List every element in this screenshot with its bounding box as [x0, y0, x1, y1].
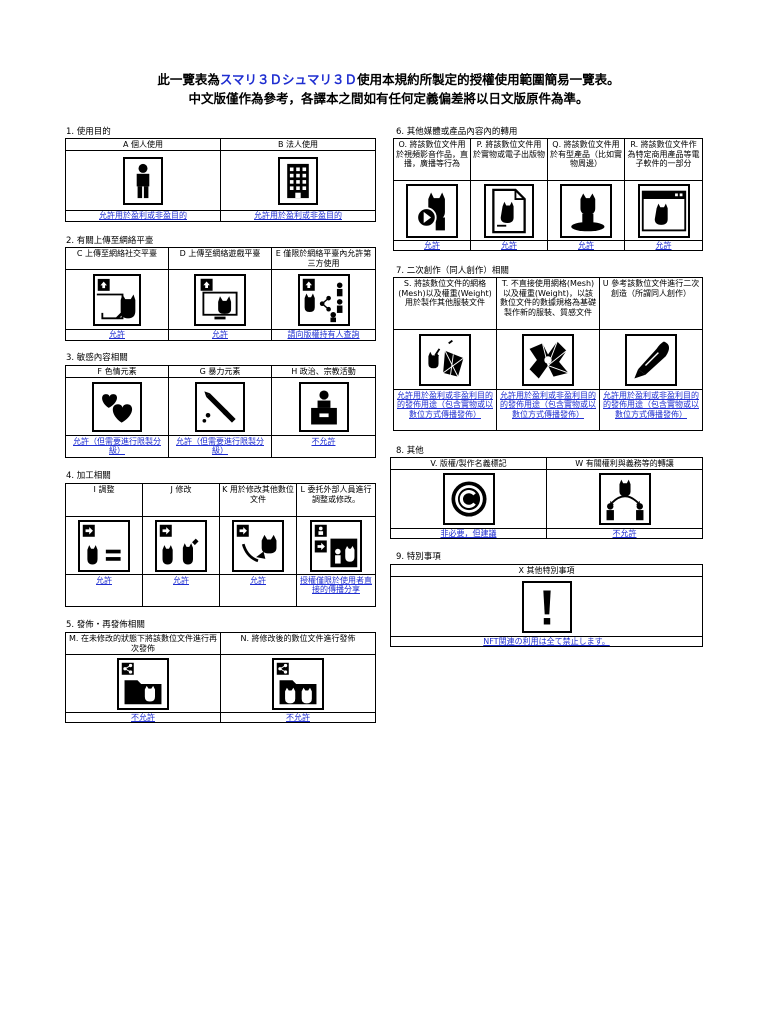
share-third-party-icon: [297, 273, 350, 326]
item-c-status: 允許: [66, 330, 169, 340]
item-x-label: X 其他特別事項: [391, 565, 702, 577]
item-l-status: 授權僅限於使用者直接的傳播分享: [300, 576, 372, 595]
item-h-label: H 政治、宗教活動: [272, 366, 375, 378]
item-b-label: B 法人使用: [221, 139, 375, 151]
item-d-label: D 上傳至網絡遊戲平臺: [169, 248, 272, 270]
item-i-status: 允許: [66, 575, 143, 606]
section-6-title: 6. 其他媒體或產品內容內的轉用: [396, 127, 518, 137]
software-cat-icon: [637, 183, 690, 238]
item-b-status: 允許用於盈利或非盈目的: [254, 211, 342, 221]
section-4-title: 4. 加工相關: [66, 471, 111, 481]
item-u-label: U 參考該數位文件進行二次創造（所謂同人創作）: [600, 278, 702, 330]
product-name: スマリ３Ｄシュマリ３Ｄ: [219, 72, 358, 87]
section-9-table: X 其他特別事項 NFT関連の利用は全て禁止します。: [390, 564, 703, 647]
item-t-label: T. 不直接使用網格(Mesh)以及權重(Weight)，以該數位文件的數據規格…: [497, 278, 600, 330]
section-7-table: S. 將該數位文件的網格(Mesh)以及權重(Weight)用於製作其他服裝文件…: [393, 277, 703, 431]
item-c-label: C 上傳至網絡社交平臺: [66, 248, 169, 270]
office-building-icon: [278, 156, 318, 205]
copyright-icon: [442, 473, 495, 525]
item-n-label: N. 將修改後的數位文件進行發佈: [221, 633, 375, 655]
section-6-table: O. 將該數位文件用於視頻影音作品，直播，廣播等行為 P. 將該數位文件用於實物…: [393, 138, 703, 251]
hearts-icon: [92, 381, 142, 432]
header: 此一覽表為スマリ３Ｄシュマリ３Ｄ使用本規約所製定的授權使用範圍簡易一覽表。 中文…: [0, 70, 777, 108]
section-1-title: 1. 使用目的: [66, 127, 111, 137]
exclamation-icon: [521, 580, 572, 633]
item-k-label: K 用於修改其他數位文件: [220, 484, 297, 517]
item-f-label: F 色情元素: [66, 366, 169, 378]
adjust-icon: [78, 519, 130, 572]
item-j-label: J 修改: [143, 484, 220, 517]
item-p-label: P. 將該數位文件用於實物或電子出版物: [471, 139, 548, 181]
section-5-title: 5. 發佈・再發佈相關: [66, 620, 145, 630]
item-m-status: 不允許: [66, 713, 221, 722]
section-3-title: 3. 敏感內容相關: [66, 353, 128, 363]
item-t-status: 允許用於盈利或非盈利目的的發佈用途（包含實物或以數位方式傳播發佈）: [497, 390, 600, 430]
item-u-status: 允許用於盈利或非盈利目的的發佈用途（包含實物或以數位方式傳播發佈）: [603, 391, 699, 419]
cat-parts-icon: [232, 519, 284, 572]
pen-icon: [625, 333, 677, 386]
item-r-status: 允許: [655, 241, 672, 250]
section-8-title: 8. 其他: [396, 446, 424, 456]
section-8-table: V. 版權/製作名義標記 W 有關權利與義務等的轉讓 非必要，但建議 不允許: [390, 457, 703, 539]
folder-share-icon: [117, 657, 169, 710]
figure-cat-icon: [560, 183, 612, 238]
section-3-table: F 色情元素 G 暴力元素 H 政治、宗教活動 允許（但需要進行限製分級） 允許…: [65, 365, 376, 458]
item-l-label: L 委托外部人員進行調整或修改。: [297, 484, 375, 517]
item-o-status: 允許: [394, 241, 471, 250]
item-x-status: NFT関連の利用は全て禁止します。: [483, 637, 610, 646]
item-k-status: 允許: [220, 575, 297, 606]
texture-icon: [522, 333, 574, 386]
item-m-label: M. 在未修改的狀態下將該數位文件進行再次發佈: [66, 633, 221, 655]
item-v-status: 非必要，但建議: [391, 529, 547, 538]
modified-share-icon: [272, 657, 324, 710]
item-f-status: 允許（但需要進行限製分級）: [66, 436, 169, 457]
item-v-label: V. 版權/製作名義標記: [391, 458, 547, 470]
item-d-status: 允許: [169, 330, 272, 340]
item-w-label: W 有關權利與義務等的轉讓: [547, 458, 702, 470]
item-h-status: 不允許: [311, 437, 336, 446]
section-4-table: I 調整 J 修改 K 用於修改其他數位文件 L 委托外部人員進行調整或修改。 …: [65, 483, 376, 607]
upload-game-icon: [194, 273, 246, 326]
item-s-label: S. 將該數位文件的網格(Mesh)以及權重(Weight)用於製作其他服裝文件: [394, 278, 497, 330]
section-7-title: 7. 二次創作（同人創作）相關: [396, 266, 509, 276]
clothing-mesh-icon: [419, 333, 471, 386]
header-line1: 此一覽表為スマリ３Ｄシュマリ３Ｄ使用本規約所製定的授權使用範圍簡易一覽表。: [157, 72, 620, 87]
item-g-status: 允許（但需要進行限製分級）: [169, 436, 272, 457]
video-cat-icon: [406, 183, 458, 238]
section-9-title: 9. 特別事項: [396, 552, 441, 562]
item-a-status: 允許用於盈利或非盈目的: [66, 211, 221, 221]
podium-icon: [298, 381, 349, 432]
person-icon: [123, 156, 163, 205]
item-q-label: Q. 將該數位文件用於有型產品（比如實物周邊）: [548, 139, 625, 181]
item-g-label: G 暴力元素: [169, 366, 272, 378]
item-j-status: 允許: [143, 575, 220, 606]
modify-icon: [155, 519, 207, 572]
item-o-label: O. 將該數位文件用於視頻影音作品，直播，廣播等行為: [394, 139, 471, 181]
section-1-table: A 個人使用 B 法人使用 允許用於盈利或非盈目的 允許用於盈利或非盈目的: [65, 138, 376, 222]
upload-social-icon: [93, 273, 141, 326]
section-2-title: 2. 有關上傳至網絡平臺: [66, 236, 154, 246]
section-5-table: M. 在未修改的狀態下將該數位文件進行再次發佈 N. 將修改後的數位文件進行發佈…: [65, 632, 376, 723]
outsource-icon: [310, 519, 362, 572]
item-r-label: R. 將該數位文件作為特定商用產品等電子軟件的一部分: [625, 139, 702, 181]
item-w-status: 不允許: [612, 529, 637, 538]
item-p-status: 允許: [471, 241, 548, 250]
item-i-label: I 調整: [66, 484, 143, 517]
header-line2: 中文版僅作為參考，各譯本之間如有任何定義偏差將以日文版原件為準。: [188, 91, 589, 106]
item-n-status: 不允許: [286, 713, 310, 722]
knife-icon: [195, 381, 245, 432]
item-q-status: 允許: [548, 241, 625, 250]
document-cat-icon: [484, 183, 534, 238]
item-e-status: 請向版權持有人查詢: [287, 330, 360, 340]
item-s-status: 允許用於盈利或非盈利目的的發佈用途（包含實物或以數位方式傳播發佈）: [394, 390, 497, 430]
section-2-table: C 上傳至網絡社交平臺 D 上傳至網絡遊戲平臺 E 僅限於網絡平臺內允許第三方使…: [65, 247, 376, 341]
item-e-label: E 僅限於網絡平臺內允許第三方使用: [272, 248, 375, 270]
item-a-label: A 個人使用: [66, 139, 221, 151]
transfer-rights-icon: [598, 473, 651, 525]
